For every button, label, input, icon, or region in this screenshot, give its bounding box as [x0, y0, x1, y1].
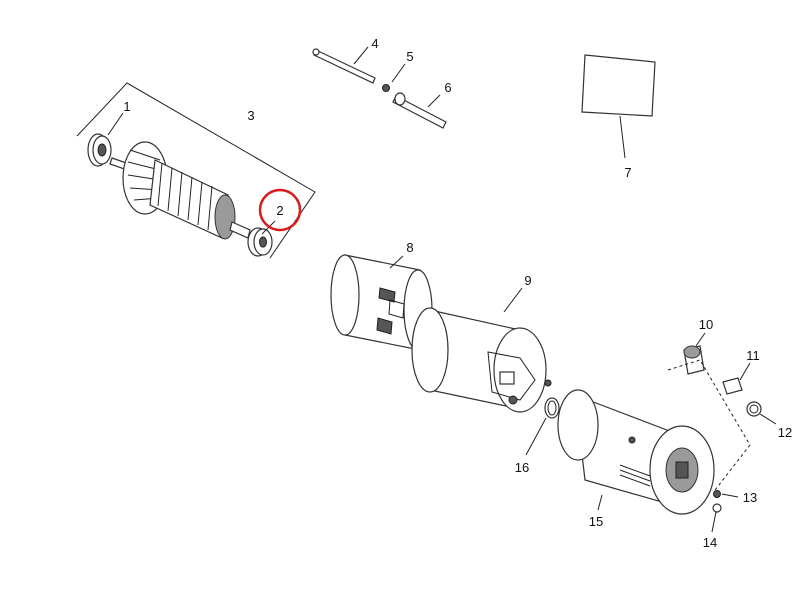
callout-1: 1: [123, 99, 130, 114]
callout-13: 13: [743, 490, 757, 505]
highlight-circle: [258, 188, 302, 232]
part-15-motor-can: [557, 389, 715, 515]
callout-12: 12: [778, 425, 792, 440]
callout-11: 11: [746, 348, 760, 363]
callout-9: 9: [524, 273, 531, 288]
part-4-pin: [312, 48, 376, 84]
part-14-screw: [712, 503, 722, 513]
part-1-bearing: [87, 133, 112, 167]
callout-10: 10: [699, 317, 713, 332]
part-5-nut: [382, 84, 390, 92]
callout-5: 5: [406, 49, 413, 64]
callout-4: 4: [371, 36, 378, 51]
part-13-screw: [713, 490, 721, 498]
callout-7: 7: [624, 165, 631, 180]
callout-3: 3: [247, 108, 254, 123]
bracket-3: [76, 82, 316, 259]
callout-2: 2: [276, 203, 283, 218]
part-7-label: [581, 54, 656, 117]
part-3-armature: [109, 141, 251, 240]
callout-8: 8: [406, 240, 413, 255]
callout-14: 14: [703, 535, 717, 550]
part-10-cap: [683, 345, 705, 375]
callout-15: 15: [589, 514, 603, 529]
part-6-sleeve: [392, 92, 447, 129]
callout-16: 16: [515, 460, 529, 475]
part-9-motor-housing: [411, 307, 552, 413]
callout-6: 6: [444, 80, 451, 95]
part-2-bearing: [247, 227, 273, 257]
part-16-ring: [544, 397, 560, 419]
part-11-brush: [722, 377, 743, 395]
leader-lines: [107, 46, 777, 533]
part-12-ring: [746, 401, 762, 417]
